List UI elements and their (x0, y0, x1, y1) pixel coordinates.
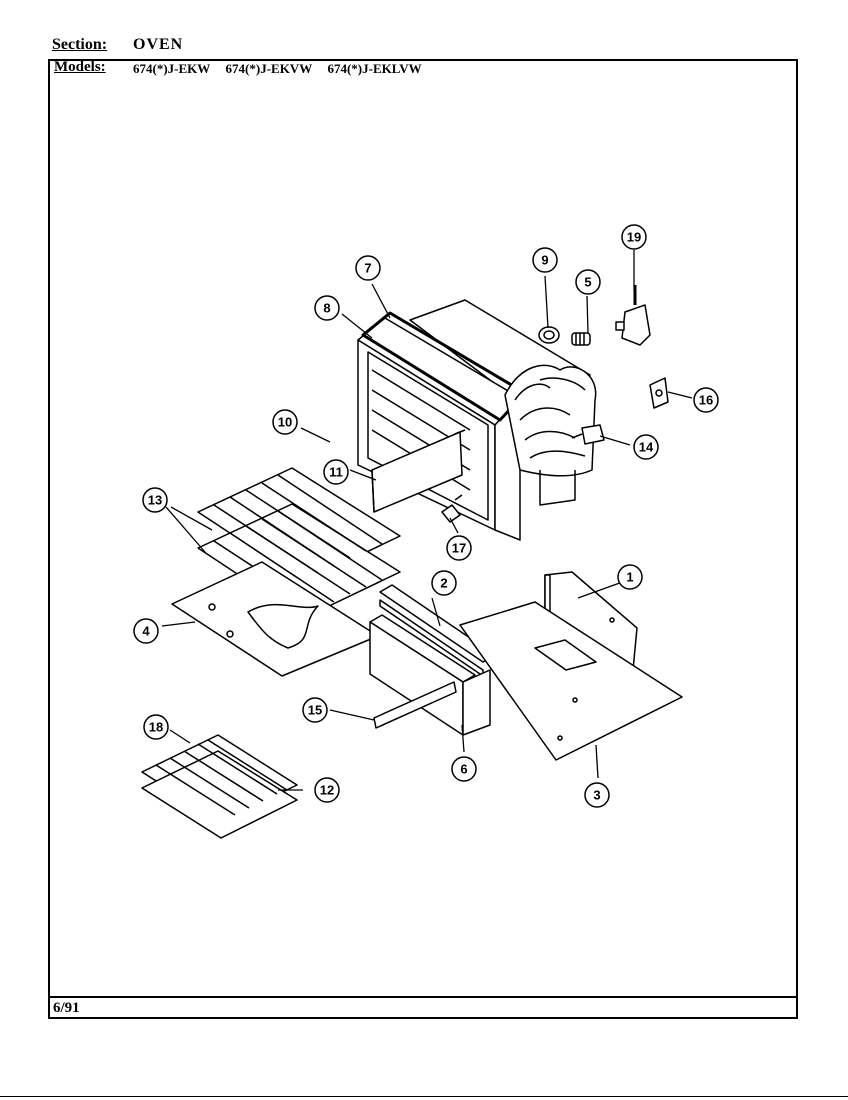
svg-text:18: 18 (149, 720, 163, 735)
svg-text:9: 9 (541, 253, 548, 268)
svg-text:14: 14 (639, 440, 654, 455)
models-list: 674(*)J-EKW 674(*)J-EKVW 674(*)J-EKLVW (133, 61, 434, 77)
svg-text:17: 17 (452, 541, 466, 556)
svg-text:5: 5 (584, 275, 591, 290)
callout-10: 10 (272, 409, 298, 435)
drawer-front (369, 614, 491, 736)
footer-divider (48, 996, 798, 998)
section-label: Section: (52, 36, 108, 53)
callout-4: 4 (133, 618, 159, 644)
callout-6: 6 (451, 756, 477, 782)
bracket-part (649, 377, 669, 409)
callout-5: 5 (575, 269, 601, 295)
page-bottom-rule (0, 1096, 848, 1097)
svg-text:4: 4 (142, 624, 150, 639)
model-3: 674(*)J-EKLVW (327, 61, 422, 76)
svg-text:16: 16 (699, 393, 713, 408)
callout-17: 17 (446, 535, 472, 561)
rack-support (371, 429, 466, 513)
svg-text:12: 12 (320, 783, 334, 798)
svg-text:2: 2 (440, 576, 447, 591)
callout-11: 11 (323, 459, 349, 485)
svg-text:10: 10 (278, 415, 292, 430)
fitting-part (441, 494, 463, 523)
svg-text:13: 13 (148, 493, 162, 508)
model-2: 674(*)J-EKVW (225, 61, 313, 76)
callout-8: 8 (314, 295, 340, 321)
callout-9: 9 (532, 247, 558, 273)
callout-18: 18 (143, 714, 169, 740)
callout-16: 16 (693, 387, 719, 413)
oven-racks (197, 467, 401, 619)
callout-7: 7 (355, 255, 381, 281)
svg-text:19: 19 (627, 230, 641, 245)
footer-date: 6/91 (53, 1000, 80, 1016)
cabinet-floor (459, 601, 683, 761)
callout-19: 19 (621, 224, 647, 250)
callout-1: 1 (617, 564, 643, 590)
broiler-pan (141, 734, 298, 839)
svg-text:6: 6 (460, 762, 467, 777)
svg-text:3: 3 (593, 788, 600, 803)
ignitor-part (615, 285, 651, 346)
insulation-blanket (504, 364, 597, 506)
callout-3: 3 (584, 782, 610, 808)
diagram-frame (48, 59, 798, 1019)
svg-text:1: 1 (626, 570, 633, 585)
callout-2: 2 (431, 570, 457, 596)
callouts: 1 2 3 4 5 6 7 8 9 10 11 12 13 14 15 16 1… (133, 224, 719, 808)
svg-text:7: 7 (364, 261, 371, 276)
burner-hood (538, 326, 591, 346)
models-label: Models: (54, 59, 106, 75)
section-value: OVEN (133, 36, 184, 53)
svg-text:11: 11 (329, 465, 343, 480)
leader-lines (161, 250, 693, 791)
callout-14: 14 (633, 434, 659, 460)
callout-15: 15 (302, 697, 328, 723)
svg-text:15: 15 (308, 703, 322, 718)
model-1: 674(*)J-EKW (133, 61, 211, 76)
callout-12: 12 (314, 777, 340, 803)
callout-13: 13 (142, 487, 168, 513)
sensor-part (571, 424, 605, 445)
svg-text:8: 8 (323, 301, 330, 316)
